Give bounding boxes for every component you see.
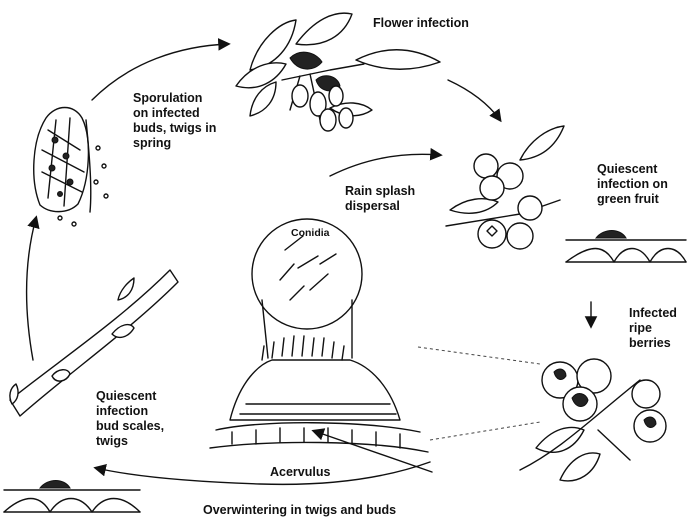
label-infected-ripe-line-1: Infected <box>629 306 677 321</box>
label-overwintering: Overwintering in twigs and buds <box>203 503 396 518</box>
cycle-arrow-bud-to-sporulation <box>27 218 36 360</box>
label-sporulation: Sporulation on infected buds, twigs in s… <box>133 91 216 151</box>
label-acervulus: Acervulus <box>270 465 330 480</box>
bud-tissue-strip <box>4 481 140 513</box>
label-infected-ripe-line-3: berries <box>629 336 677 351</box>
cycle-arrow-flower-to-fruit <box>448 80 500 120</box>
label-quiescent-bud-line-1: Quiescent <box>96 389 164 404</box>
label-flower-infection: Flower infection <box>373 16 469 31</box>
label-infected-ripe-line-2: ripe <box>629 321 677 336</box>
acervulus-illustration <box>210 219 428 452</box>
cycle-arrow-overwintering <box>96 462 430 484</box>
cycle-arrow-rain-splash <box>330 154 440 176</box>
label-sporulation-line-2: on infected <box>133 106 216 121</box>
label-sporulation-line-1: Sporulation <box>133 91 216 106</box>
label-sporulation-line-3: buds, twigs in <box>133 121 216 136</box>
label-quiescent-bud-line-4: twigs <box>96 434 164 449</box>
label-quiescent-bud-line-3: bud scales, <box>96 419 164 434</box>
label-rain-splash-line-1: Rain splash <box>345 184 415 199</box>
label-quiescent-bud-line-2: infection <box>96 404 164 419</box>
label-quiescent-green-fruit: Quiescent infection on green fruit <box>597 162 668 207</box>
ripe-berries-illustration <box>520 359 666 481</box>
fruit-tissue-strip <box>566 231 686 263</box>
label-sporulation-line-4: spring <box>133 136 216 151</box>
label-quiescent-green-line-3: green fruit <box>597 192 668 207</box>
label-conidia: Conidia <box>291 226 330 241</box>
label-infected-ripe-berries: Infected ripe berries <box>629 306 677 351</box>
pointer-arrow-acervulus <box>314 431 432 472</box>
label-quiescent-green-line-1: Quiescent <box>597 162 668 177</box>
sporulating-bud-illustration <box>34 108 108 227</box>
label-quiescent-bud-scales: Quiescent infection bud scales, twigs <box>96 389 164 449</box>
green-fruit-illustration <box>446 126 564 249</box>
label-quiescent-green-line-2: infection on <box>597 177 668 192</box>
dashed-link-upper <box>418 347 540 364</box>
dashed-link-lower <box>430 422 540 440</box>
label-rain-splash: Rain splash dispersal <box>345 184 415 214</box>
label-rain-splash-line-2: dispersal <box>345 199 415 214</box>
